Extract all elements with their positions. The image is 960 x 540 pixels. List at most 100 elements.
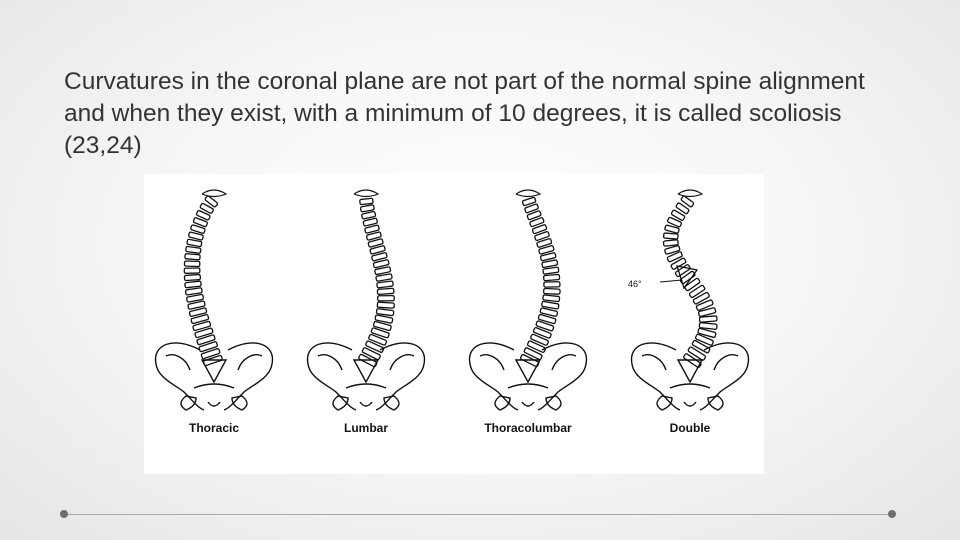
vertebra [541, 300, 560, 310]
vertebra [200, 348, 221, 360]
vertebra [523, 347, 543, 361]
vertebra [541, 259, 559, 269]
vertebra [536, 238, 553, 248]
vertebra [698, 322, 718, 330]
vertebra [542, 294, 561, 303]
spine-panel-thoracic [154, 189, 274, 411]
vertebra [688, 284, 706, 299]
vertebra-cap [353, 189, 380, 198]
scoliosis-diagram: Thoracic Lumbar Thoracolumbar Double 46° [154, 189, 750, 435]
vertebra [195, 209, 211, 221]
vertebra [662, 239, 679, 247]
vertebra [697, 307, 717, 318]
vertebra [372, 259, 390, 269]
vertebra [184, 253, 201, 261]
vertebra [188, 231, 204, 241]
angle-marker [659, 265, 699, 290]
vertebra [196, 334, 216, 346]
vertebra [183, 273, 202, 282]
vertebra [374, 314, 394, 324]
vertebra [667, 216, 683, 228]
vertebra [186, 293, 205, 303]
vertebra [374, 266, 392, 276]
vertebra [194, 327, 214, 339]
vertebra [539, 307, 559, 317]
vertebra [192, 217, 208, 228]
vertebra [695, 299, 714, 311]
vertebra [662, 232, 679, 240]
vertebra [679, 270, 696, 285]
vertebra [664, 224, 680, 234]
vertebra [369, 245, 386, 255]
label-double: Double [670, 421, 711, 435]
vertebra [183, 267, 201, 274]
vertebra [524, 203, 539, 214]
vertebra [687, 346, 707, 361]
vertebra [534, 231, 550, 242]
bottom-divider [64, 514, 892, 515]
vertebra [697, 327, 717, 339]
vertebra [185, 245, 202, 254]
vertebra [367, 238, 384, 248]
vertebra [365, 340, 385, 353]
vertebra [376, 301, 395, 309]
vertebra [531, 224, 548, 235]
spine-panel-thoracolumbar [468, 189, 588, 411]
vertebra [542, 273, 561, 282]
vertebra [192, 320, 212, 332]
vertebra [692, 291, 710, 305]
vertebra [375, 308, 395, 317]
vertebra [359, 197, 374, 206]
pelvis [468, 342, 588, 411]
vertebra [375, 273, 393, 282]
vertebra [190, 313, 210, 325]
vertebra [698, 315, 718, 323]
vertebra [532, 327, 552, 339]
vertebra [184, 280, 202, 289]
vertebra [204, 195, 219, 208]
spine-panel-double [630, 189, 750, 411]
vertebra [684, 277, 701, 292]
vertebra [361, 210, 377, 220]
vertebra [521, 196, 537, 207]
vertebra [664, 245, 681, 255]
vertebra [542, 266, 560, 275]
label-thoracic: Thoracic [189, 421, 239, 435]
vertebra [537, 313, 557, 325]
vertebra [361, 347, 381, 361]
label-thoracolumbar: Thoracolumbar [484, 421, 572, 435]
divider-right-dot [888, 510, 896, 518]
vertebra [190, 224, 206, 234]
vertebra [526, 210, 542, 221]
vertebra [364, 224, 380, 234]
vertebra [376, 287, 395, 296]
label-lumbar: Lumbar [344, 421, 388, 435]
vertebra [187, 300, 206, 310]
vertebra [530, 333, 549, 346]
scoliosis-types-figure: Thoracic Lumbar Thoracolumbar Double 46° [144, 174, 764, 474]
vertebra-cap [201, 189, 228, 198]
vertebra [535, 320, 555, 332]
vertebra [184, 287, 203, 296]
vertebra [186, 238, 203, 248]
pelvis [630, 342, 750, 411]
vertebra [199, 202, 214, 214]
vertebra-cap [677, 189, 704, 198]
vertebra [377, 294, 395, 302]
divider-left-dot [60, 510, 68, 518]
angle-annotation: 46° [628, 279, 642, 289]
pelvis [306, 342, 426, 411]
vertebra [372, 320, 392, 332]
vertebra [694, 333, 714, 346]
vertebra [359, 204, 375, 213]
vertebra-cap [515, 189, 542, 198]
vertebra [365, 231, 382, 241]
vertebra [543, 281, 561, 288]
pelvis [154, 342, 274, 411]
vertebra [368, 333, 388, 346]
slide-body-text: Curvatures in the coronal plane are not … [64, 68, 865, 159]
vertebra [529, 217, 545, 228]
vertebra [526, 340, 547, 353]
vertebra [666, 251, 683, 263]
vertebra [183, 260, 201, 268]
